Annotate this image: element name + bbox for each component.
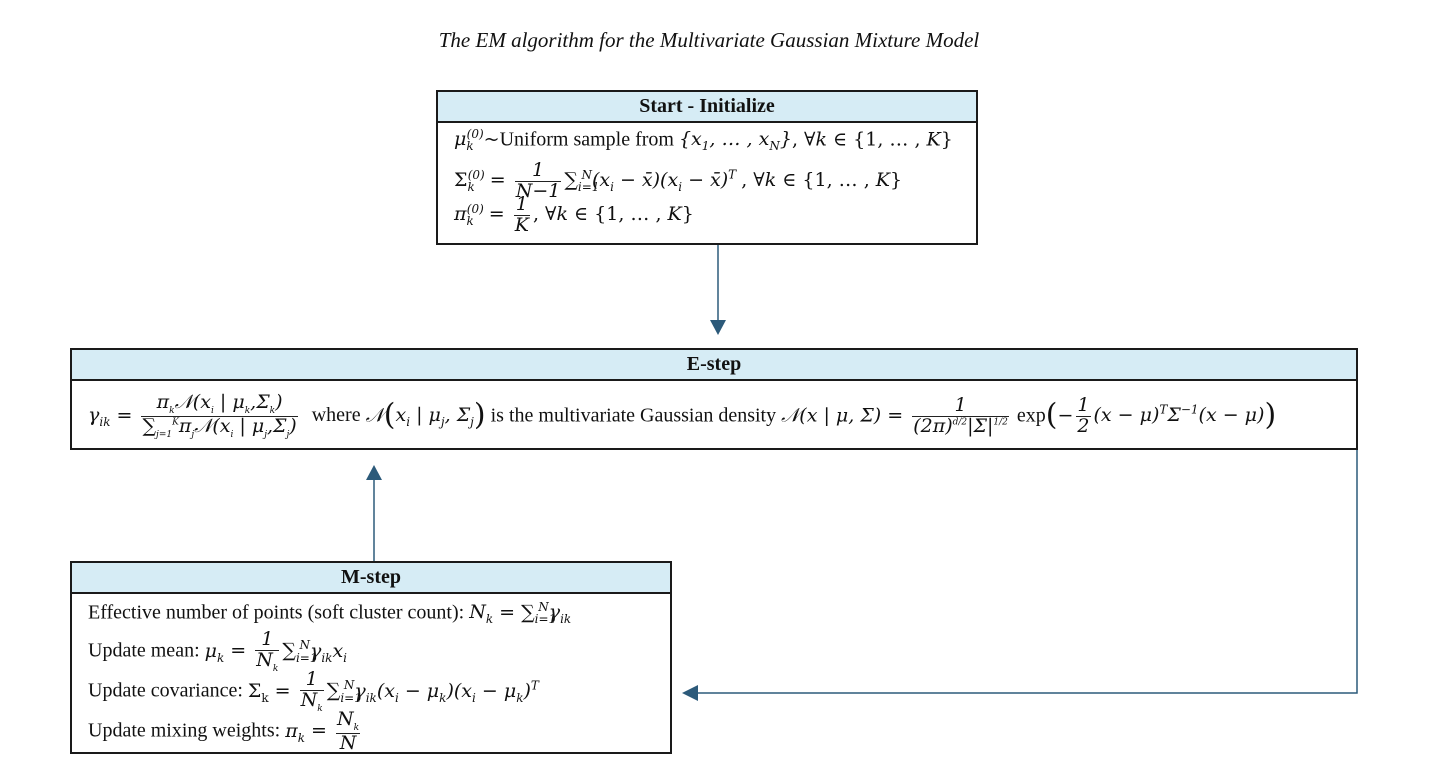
init-mean-formula: μk(0)~Uniform sample from {x1, … , xN}, …: [454, 127, 953, 154]
responsibility-formula: γik = πk𝒩(xi | μk,Σk) ∑j=1Kπj𝒩(xi | μj,Σ…: [88, 391, 1277, 441]
m-step-header: M-step: [72, 563, 670, 594]
where-text: where: [311, 404, 361, 427]
density-text: is the multivariate Gaussian density: [490, 404, 777, 427]
effective-count-label: Effective number of points (soft cluster…: [88, 601, 465, 624]
start-initialize-box: Start - Initialize μk(0)~Uniform sample …: [436, 90, 978, 245]
effective-count-formula: Effective number of points (soft cluster…: [88, 600, 572, 627]
start-initialize-body: μk(0)~Uniform sample from {x1, … , xN}, …: [438, 123, 976, 236]
start-initialize-header: Start - Initialize: [438, 92, 976, 123]
start-to-e-arrowhead: [710, 320, 726, 335]
update-weights-label: Update mixing weights:: [88, 719, 281, 742]
m-step-body: Effective number of points (soft cluster…: [72, 594, 670, 755]
m-to-e-arrowhead: [366, 465, 382, 480]
update-covariance-label: Update covariance:: [88, 679, 243, 702]
init-mean-text: Uniform sample from: [499, 128, 674, 151]
e-to-m-arrow-line: [696, 450, 1358, 694]
e-step-header: E-step: [72, 350, 1356, 381]
update-mean-label: Update mean:: [88, 639, 200, 662]
diagram-title: The EM algorithm for the Multivariate Ga…: [438, 28, 980, 52]
e-to-m-arrowhead: [682, 685, 698, 701]
m-step-box: M-step Effective number of points (soft …: [70, 561, 672, 754]
e-step-box: E-step γik = πk𝒩(xi | μk,Σk) ∑j=1Kπj𝒩(xi…: [70, 348, 1358, 450]
e-step-body: γik = πk𝒩(xi | μk,Σk) ∑j=1Kπj𝒩(xi | μj,Σ…: [72, 381, 1356, 442]
